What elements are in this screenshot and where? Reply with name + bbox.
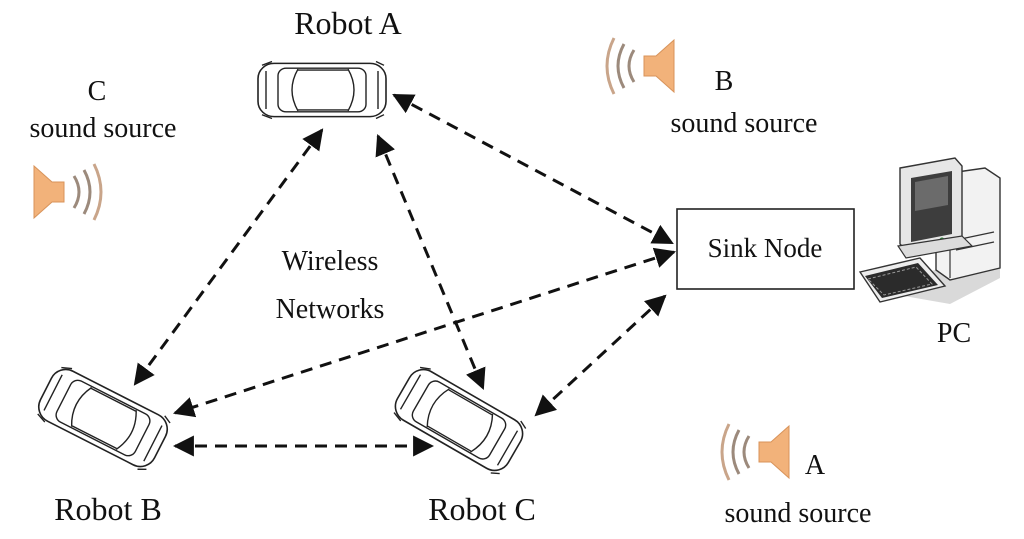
robot-a: Robot A: [257, 5, 402, 120]
speaker-icon: [605, 36, 676, 96]
sound-source-c-label: sound source: [30, 113, 177, 144]
link-robot-a-robot-b: [133, 128, 324, 386]
sound-source-b-letter: B: [715, 66, 734, 97]
sound-source-a-letter: A: [805, 450, 826, 481]
sound-source-c: C sound source: [30, 76, 177, 222]
wireless-label-line1: Wireless: [282, 246, 379, 277]
robot-b-label: Robot B: [54, 491, 162, 527]
sound-source-a-label: sound source: [725, 498, 872, 529]
robot-c-label: Robot C: [428, 491, 536, 527]
links: [133, 93, 676, 457]
robot-b: Robot B: [31, 361, 175, 527]
sound-source-b: B sound source: [605, 36, 818, 139]
robot-a-label: Robot A: [294, 5, 402, 41]
sound-source-c-letter: C: [88, 76, 107, 107]
link-sink-robot-b: [173, 247, 676, 418]
car-icon: [31, 361, 175, 475]
sink-node: Sink Node: [676, 208, 855, 290]
robot-c: Robot C: [387, 361, 536, 527]
pc-label: PC: [937, 318, 971, 349]
wireless-label-line2: Networks: [276, 294, 385, 325]
car-icon: [387, 361, 531, 479]
wireless-networks-label: Wireless Networks: [276, 246, 385, 325]
pc: PC: [858, 157, 1001, 349]
sound-source-a: A sound source: [720, 422, 872, 529]
sound-source-b-label: sound source: [671, 108, 818, 139]
link-robot-a-sink: [392, 93, 674, 245]
link-sink-robot-c: [534, 294, 667, 417]
car-icon: [257, 60, 387, 120]
desktop-computer-icon: [858, 157, 1001, 304]
speaker-icon: [720, 422, 791, 482]
sink-node-label: Sink Node: [708, 233, 823, 263]
link-robot-a-robot-c: [375, 134, 486, 390]
sink-node-box: [676, 208, 855, 290]
speaker-icon: [32, 162, 103, 222]
